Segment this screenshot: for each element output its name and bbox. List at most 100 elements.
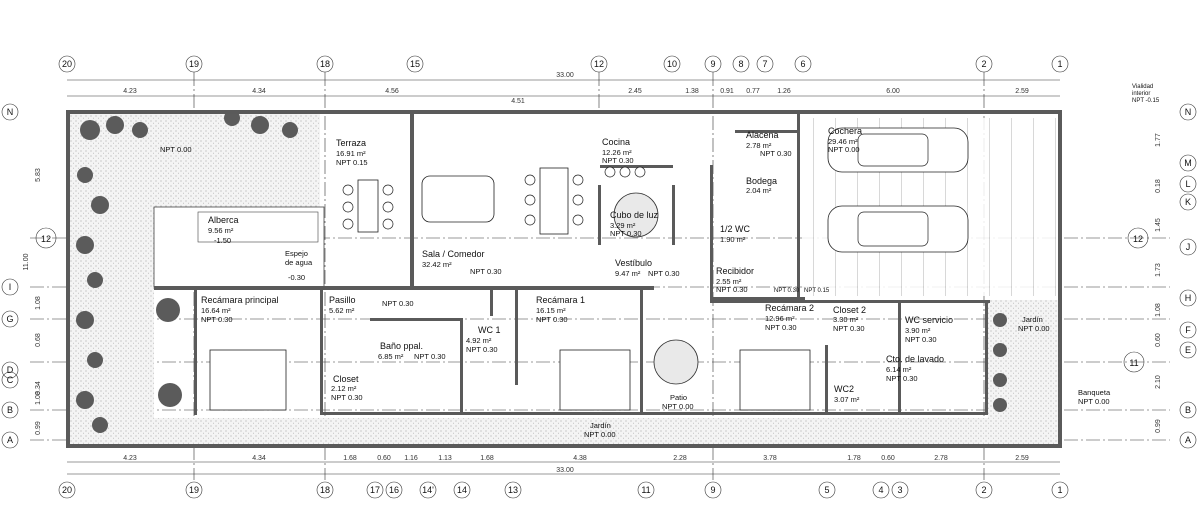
pool	[153, 206, 325, 288]
svg-text:0.99: 0.99	[1155, 419, 1162, 433]
car-top	[827, 127, 969, 173]
svg-text:1.68: 1.68	[480, 455, 494, 462]
svg-text:9: 9	[710, 485, 715, 495]
svg-text:1.73: 1.73	[1155, 263, 1162, 277]
svg-text:Jardín: Jardín	[590, 421, 611, 430]
svg-text:4.23: 4.23	[123, 88, 137, 95]
svg-text:NPT 0.30: NPT 0.30	[331, 393, 363, 402]
svg-text:12: 12	[41, 234, 51, 244]
svg-text:6.85 m²: 6.85 m²	[378, 352, 404, 361]
svg-text:NPT 0.00: NPT 0.00	[662, 402, 694, 411]
dimensions-top: 33.00 4.23 4.34 4.56 2.45 1.38 0.91 0.77…	[67, 72, 1060, 105]
svg-text:Espejo: Espejo	[285, 249, 308, 258]
svg-text:3: 3	[897, 485, 902, 495]
svg-text:17: 17	[370, 485, 380, 495]
bed-2	[739, 349, 811, 411]
svg-text:NPT 0.30: NPT 0.30	[536, 315, 568, 324]
svg-text:29.46 m²: 29.46 m²	[828, 137, 858, 146]
svg-text:5.62 m²: 5.62 m²	[329, 306, 355, 315]
svg-text:NPT 0.30: NPT 0.30	[833, 324, 865, 333]
svg-text:0.99: 0.99	[35, 421, 42, 435]
svg-text:1.77: 1.77	[1155, 133, 1162, 147]
svg-text:16.91 m²: 16.91 m²	[336, 149, 366, 158]
grid-bubble-19: 19	[185, 55, 203, 73]
svg-text:4.23: 4.23	[123, 455, 137, 462]
svg-text:2.55 m²: 2.55 m²	[716, 277, 742, 286]
svg-text:4.92 m²: 4.92 m²	[466, 336, 492, 345]
svg-text:NPT 0.30: NPT 0.30	[602, 156, 634, 165]
dining-table	[539, 167, 569, 235]
svg-text:9: 9	[710, 59, 715, 69]
svg-text:14: 14	[457, 485, 467, 495]
svg-text:0.91: 0.91	[720, 88, 734, 95]
svg-text:18: 18	[320, 59, 330, 69]
svg-text:NPT 0.30: NPT 0.30	[470, 267, 502, 276]
svg-text:2.10: 2.10	[1155, 375, 1162, 389]
svg-text:NPT 0.30: NPT 0.30	[610, 229, 642, 238]
svg-text:Jardín: Jardín	[1022, 315, 1043, 324]
svg-text:Banqueta: Banqueta	[1078, 388, 1111, 397]
svg-text:2.28: 2.28	[673, 455, 687, 462]
svg-text:NPT 0.30: NPT 0.30	[716, 285, 748, 294]
svg-text:19: 19	[189, 485, 199, 495]
svg-text:11.00: 11.00	[23, 253, 30, 270]
svg-text:NPT 0.00: NPT 0.00	[1078, 397, 1110, 406]
dim-total-top: 33.00	[556, 72, 574, 79]
svg-text:de agua: de agua	[285, 258, 313, 267]
garden-bottom	[70, 418, 990, 446]
svg-text:16: 16	[389, 485, 399, 495]
svg-text:20: 20	[62, 59, 72, 69]
svg-text:A: A	[1185, 435, 1191, 445]
svg-text:-1.50: -1.50	[214, 236, 231, 245]
svg-text:Terraza: Terraza	[336, 138, 366, 148]
svg-text:11: 11	[641, 485, 650, 495]
svg-text:32.42 m²: 32.42 m²	[422, 260, 452, 269]
svg-text:11: 11	[1129, 358, 1138, 368]
svg-text:Baño ppal.: Baño ppal.	[380, 341, 423, 351]
grid-bubble-1: 1	[1051, 55, 1069, 73]
svg-text:9.56 m²: 9.56 m²	[208, 226, 234, 235]
svg-text:6: 6	[800, 59, 805, 69]
svg-text:Recibidor: Recibidor	[716, 266, 754, 276]
svg-text:15: 15	[410, 59, 420, 69]
svg-text:0.68: 0.68	[35, 333, 42, 347]
svg-text:0.60: 0.60	[881, 455, 895, 462]
svg-text:2: 2	[981, 59, 986, 69]
grid-axes-left: N 12 I G D C B A	[1, 103, 57, 449]
svg-text:NPT 0.30: NPT 0.30	[648, 269, 680, 278]
svg-text:Alberca: Alberca	[208, 215, 239, 225]
svg-text:Sala / Comedor: Sala / Comedor	[422, 249, 485, 259]
dimensions-bottom: 4.23 4.34 1.68 0.60 1.16 1.13 1.68 4.38 …	[67, 455, 1060, 475]
svg-text:19: 19	[189, 59, 199, 69]
svg-text:12.26 m²: 12.26 m²	[602, 148, 632, 157]
svg-text:Closet 2: Closet 2	[833, 305, 866, 315]
grid-axes-right: N M L K 12 J H F E 11 B A	[1123, 103, 1197, 449]
svg-text:K: K	[1185, 197, 1191, 207]
svg-text:NPT 0.00: NPT 0.00	[1018, 324, 1050, 333]
svg-text:3.29 m²: 3.29 m²	[610, 221, 636, 230]
svg-text:1.13: 1.13	[438, 455, 452, 462]
dim-total-bottom: 33.00	[556, 467, 574, 474]
svg-text:1.26: 1.26	[777, 88, 791, 95]
svg-text:2: 2	[981, 485, 986, 495]
bed-1	[559, 349, 631, 411]
svg-text:interior: interior	[1132, 91, 1150, 97]
svg-text:NPT -0.15: NPT -0.15	[1132, 98, 1160, 104]
grid-bubble-8: 8	[732, 55, 750, 73]
svg-text:N: N	[7, 107, 14, 117]
svg-text:B: B	[7, 405, 13, 415]
svg-text:NPT 0.30: NPT 0.30	[886, 374, 918, 383]
grid-bubble-2: 2	[975, 55, 993, 73]
npt-entry-2: NPT 0.15	[804, 288, 830, 294]
grid-bubble-10: 10	[663, 55, 681, 73]
